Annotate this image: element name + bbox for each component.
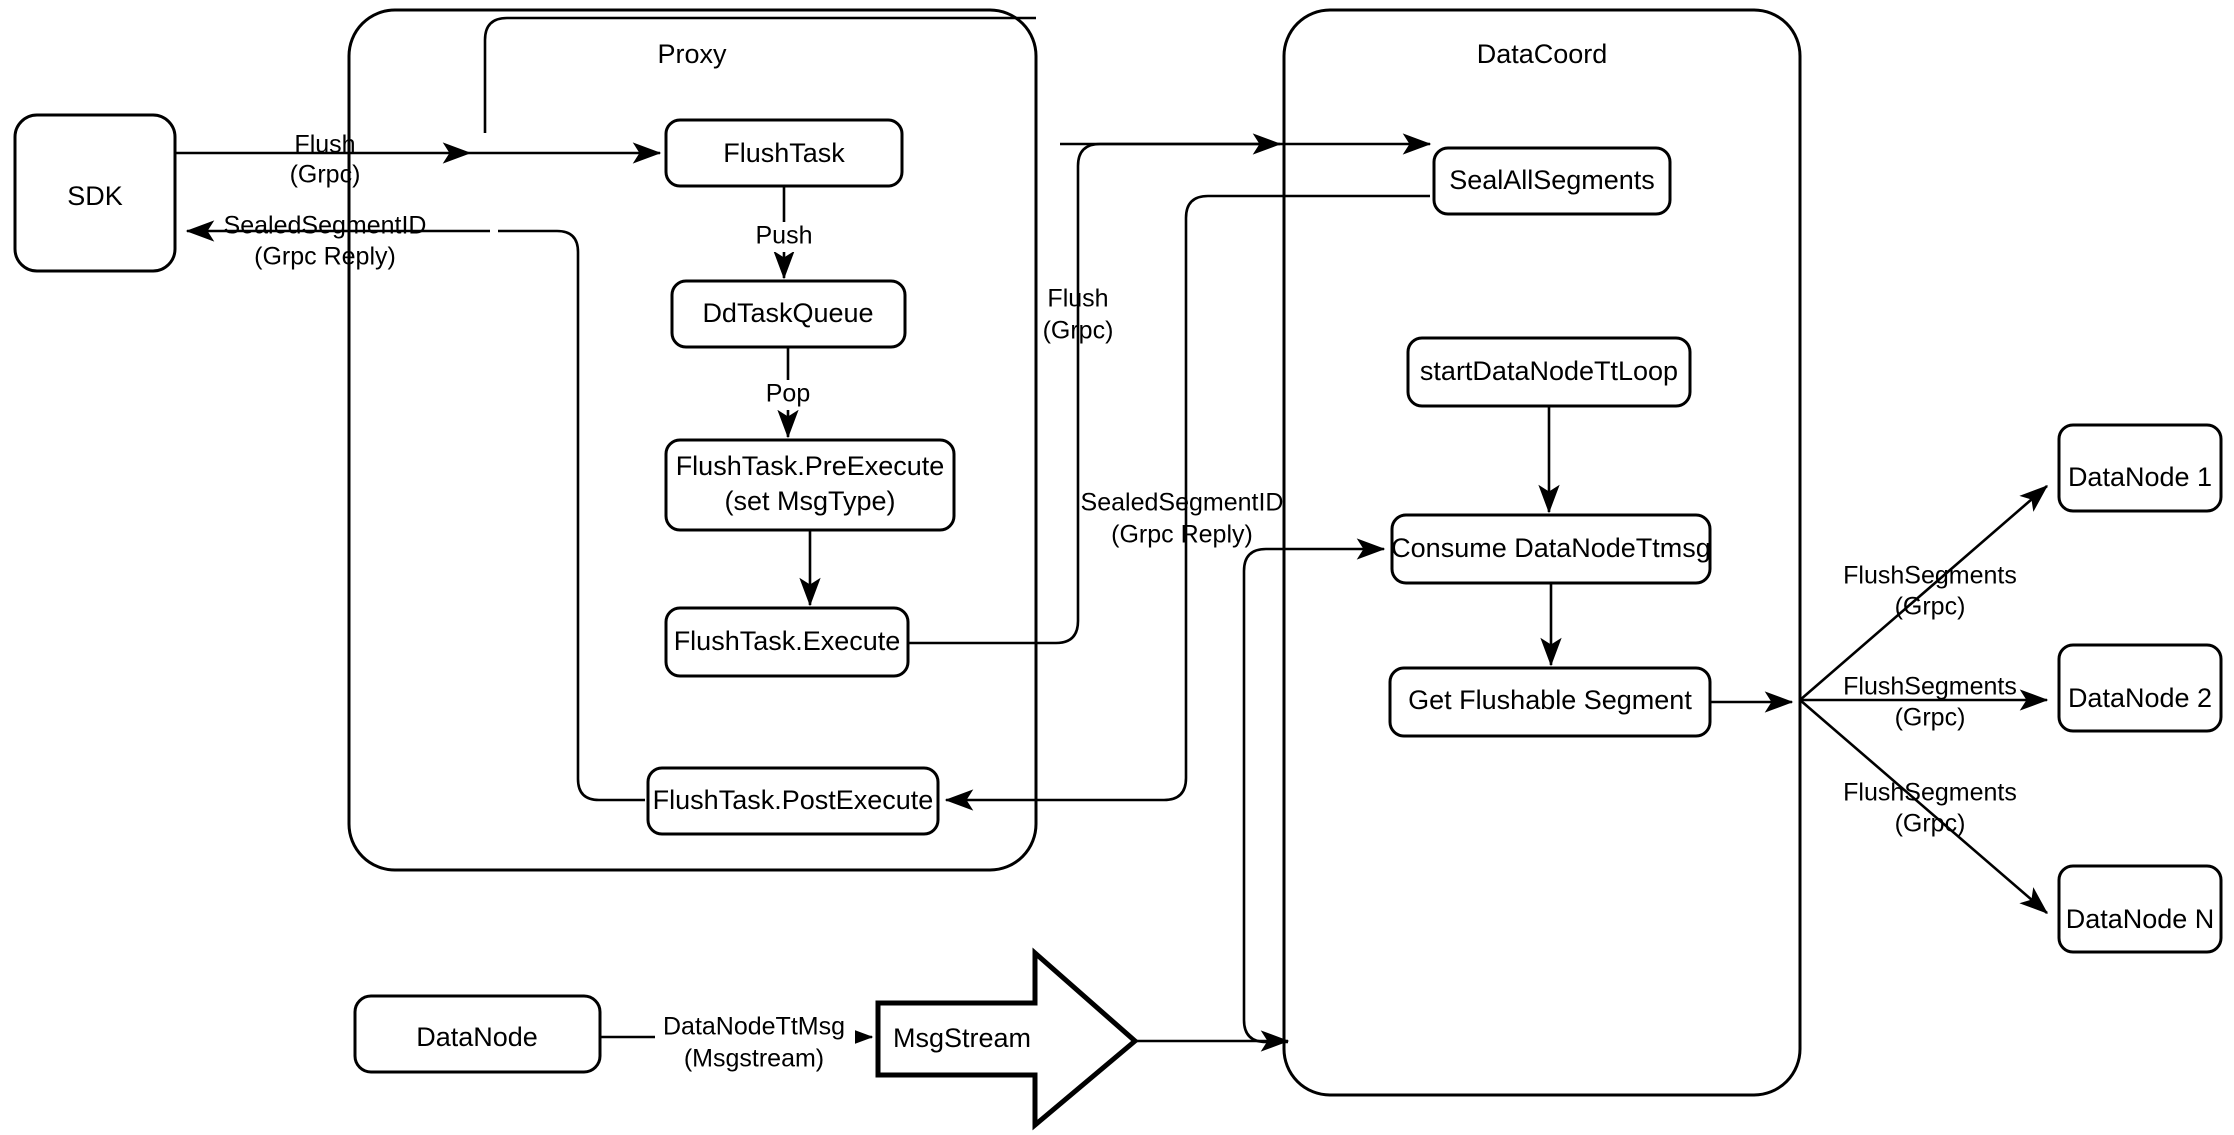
proxy-container [347, 8, 1038, 872]
edge-flushsegments-datanode2: FlushSegments (Grpc) [1800, 673, 2049, 732]
datanode-bottom-box[interactable] [353, 994, 602, 1074]
datanode-1-label: DataNode 1 [2068, 462, 2212, 492]
postexecute-label: FlushTask.PostExecute [653, 785, 934, 815]
edge-label-flushsegments-n-line1: FlushSegments [1843, 779, 2017, 807]
edge-label-flushsegments-1-line2: (Grpc) [1895, 593, 1966, 621]
edge-label-datanodettmsg-line2: (Msgstream) [684, 1045, 824, 1073]
get-flushable-segment-label: Get Flushable Segment [1408, 685, 1692, 715]
edge-label-sealedsegmentid-reply-line1: SealedSegmentID [224, 212, 427, 240]
group-datacoord: DataCoord [1282, 8, 1802, 1097]
sealallsegments-label: SealAllSegments [1449, 165, 1655, 195]
datacoord-group-label: DataCoord [1477, 39, 1608, 69]
edge-label-flushsegments-2-line2: (Grpc) [1895, 704, 1966, 732]
sealallsegments-box[interactable] [1432, 146, 1672, 216]
edge-label-flushsegments-2-line1: FlushSegments [1843, 673, 2017, 701]
node-flushtask-execute[interactable]: FlushTask.Execute [664, 606, 910, 678]
edge-label-sealedsegmentid-reply-line2: (Grpc Reply) [254, 243, 396, 271]
postexecute-box[interactable] [646, 766, 940, 836]
edge-label-datanodettmsg-line1: DataNodeTtMsg [663, 1013, 845, 1041]
datanode-2-box[interactable] [2057, 643, 2223, 733]
node-flushtask-preexecute[interactable]: FlushTask.PreExecute (set MsgType) [664, 438, 956, 532]
node-flushtask[interactable]: FlushTask [664, 118, 904, 188]
msgstream-arrow-shape[interactable] [875, 947, 1139, 1131]
node-startdatanodettloop[interactable]: startDataNodeTtLoop [1406, 336, 1692, 408]
edge-label-sealed-to-proxy-line1: SealedSegmentID [1081, 489, 1284, 517]
datanode-bottom-label: DataNode [416, 1022, 538, 1052]
datanode-1-box[interactable] [2057, 423, 2223, 513]
edge-label-sealed-to-proxy-line2: (Grpc Reply) [1111, 521, 1253, 549]
edge-label-flush-grpc-line2: (Grpc) [290, 161, 361, 189]
edge-flushsegments-datanode1: FlushSegments (Grpc) [1799, 485, 2048, 701]
edge-sdk-to-proxy: Flush (Grpc) [176, 131, 472, 189]
datacoord-container [1282, 8, 1802, 1097]
datanode-2-label: DataNode 2 [2068, 683, 2212, 713]
node-get-flushable-segment[interactable]: Get Flushable Segment [1388, 666, 1712, 738]
node-flushtask-postexecute[interactable]: FlushTask.PostExecute [646, 766, 940, 836]
node-msgstream[interactable]: MsgStream [875, 947, 1139, 1131]
node-datanode-1[interactable]: DataNode 1 [2057, 423, 2223, 513]
edge-label-flush-grpc-line1: Flush [294, 131, 355, 159]
ddtaskqueue-label: DdTaskQueue [702, 298, 873, 328]
edge-label-flush-to-coord-line2: (Grpc) [1043, 317, 1114, 345]
node-sdk[interactable]: SDK [13, 113, 177, 273]
datanode-n-box[interactable] [2057, 864, 2223, 954]
sdk-label: SDK [67, 181, 123, 211]
group-proxy: Proxy [347, 8, 1038, 872]
msgstream-label: MsgStream [893, 1023, 1031, 1053]
preexecute-label-line2: (set MsgType) [724, 486, 895, 516]
node-ddtaskqueue[interactable]: DdTaskQueue [670, 279, 907, 349]
pop-label-backing [752, 380, 826, 410]
edge-label-flush-to-coord-line1: Flush [1047, 285, 1108, 313]
edge-label-push: Push [756, 222, 813, 250]
edge-label-flushsegments-n-line2: (Grpc) [1895, 810, 1966, 838]
edge-label-flushsegments-1-line1: FlushSegments [1843, 562, 2017, 590]
flushtask-label: FlushTask [723, 138, 845, 168]
edge-proxy-top-rail [483, 16, 1036, 133]
node-datanode-2[interactable]: DataNode 2 [2057, 643, 2223, 733]
execute-label: FlushTask.Execute [674, 626, 901, 656]
node-consume-datanodettmsg[interactable]: Consume DataNodeTtmsg [1390, 513, 1712, 585]
sdk-box[interactable] [13, 113, 177, 273]
edge-datacoord-to-postexecute: SealedSegmentID (Grpc Reply) [944, 194, 1430, 811]
node-datanode-n[interactable]: DataNode N [2057, 864, 2223, 954]
consume-datanodettmsg-label: Consume DataNodeTtmsg [1391, 533, 1711, 563]
datanodettmsg-label-backing [655, 1013, 855, 1075]
edge-datanode-to-msgstream: DataNodeTtMsg (Msgstream) [600, 1013, 874, 1075]
push-label-backing [740, 222, 828, 252]
edge-label-pop: Pop [766, 380, 810, 408]
edge-msgstream-to-consume [1242, 538, 1386, 1044]
proxy-group-label: Proxy [657, 39, 727, 69]
edge-proxy-to-sdk: SealedSegmentID (Grpc Reply) [185, 212, 490, 271]
preexecute-label-line1: FlushTask.PreExecute [676, 451, 945, 481]
edge-execute-to-datacoord: Flush (Grpc) [908, 133, 1432, 645]
node-sealallsegments[interactable]: SealAllSegments [1432, 146, 1672, 216]
edge-postexecute-return-path [498, 229, 645, 802]
node-datanode-bottom[interactable]: DataNode [353, 994, 602, 1074]
datanode-n-label: DataNode N [2066, 904, 2215, 934]
startdatanodettloop-label: startDataNodeTtLoop [1420, 356, 1678, 386]
edge-flushsegments-datanoden: FlushSegments (Grpc) [1799, 699, 2048, 914]
